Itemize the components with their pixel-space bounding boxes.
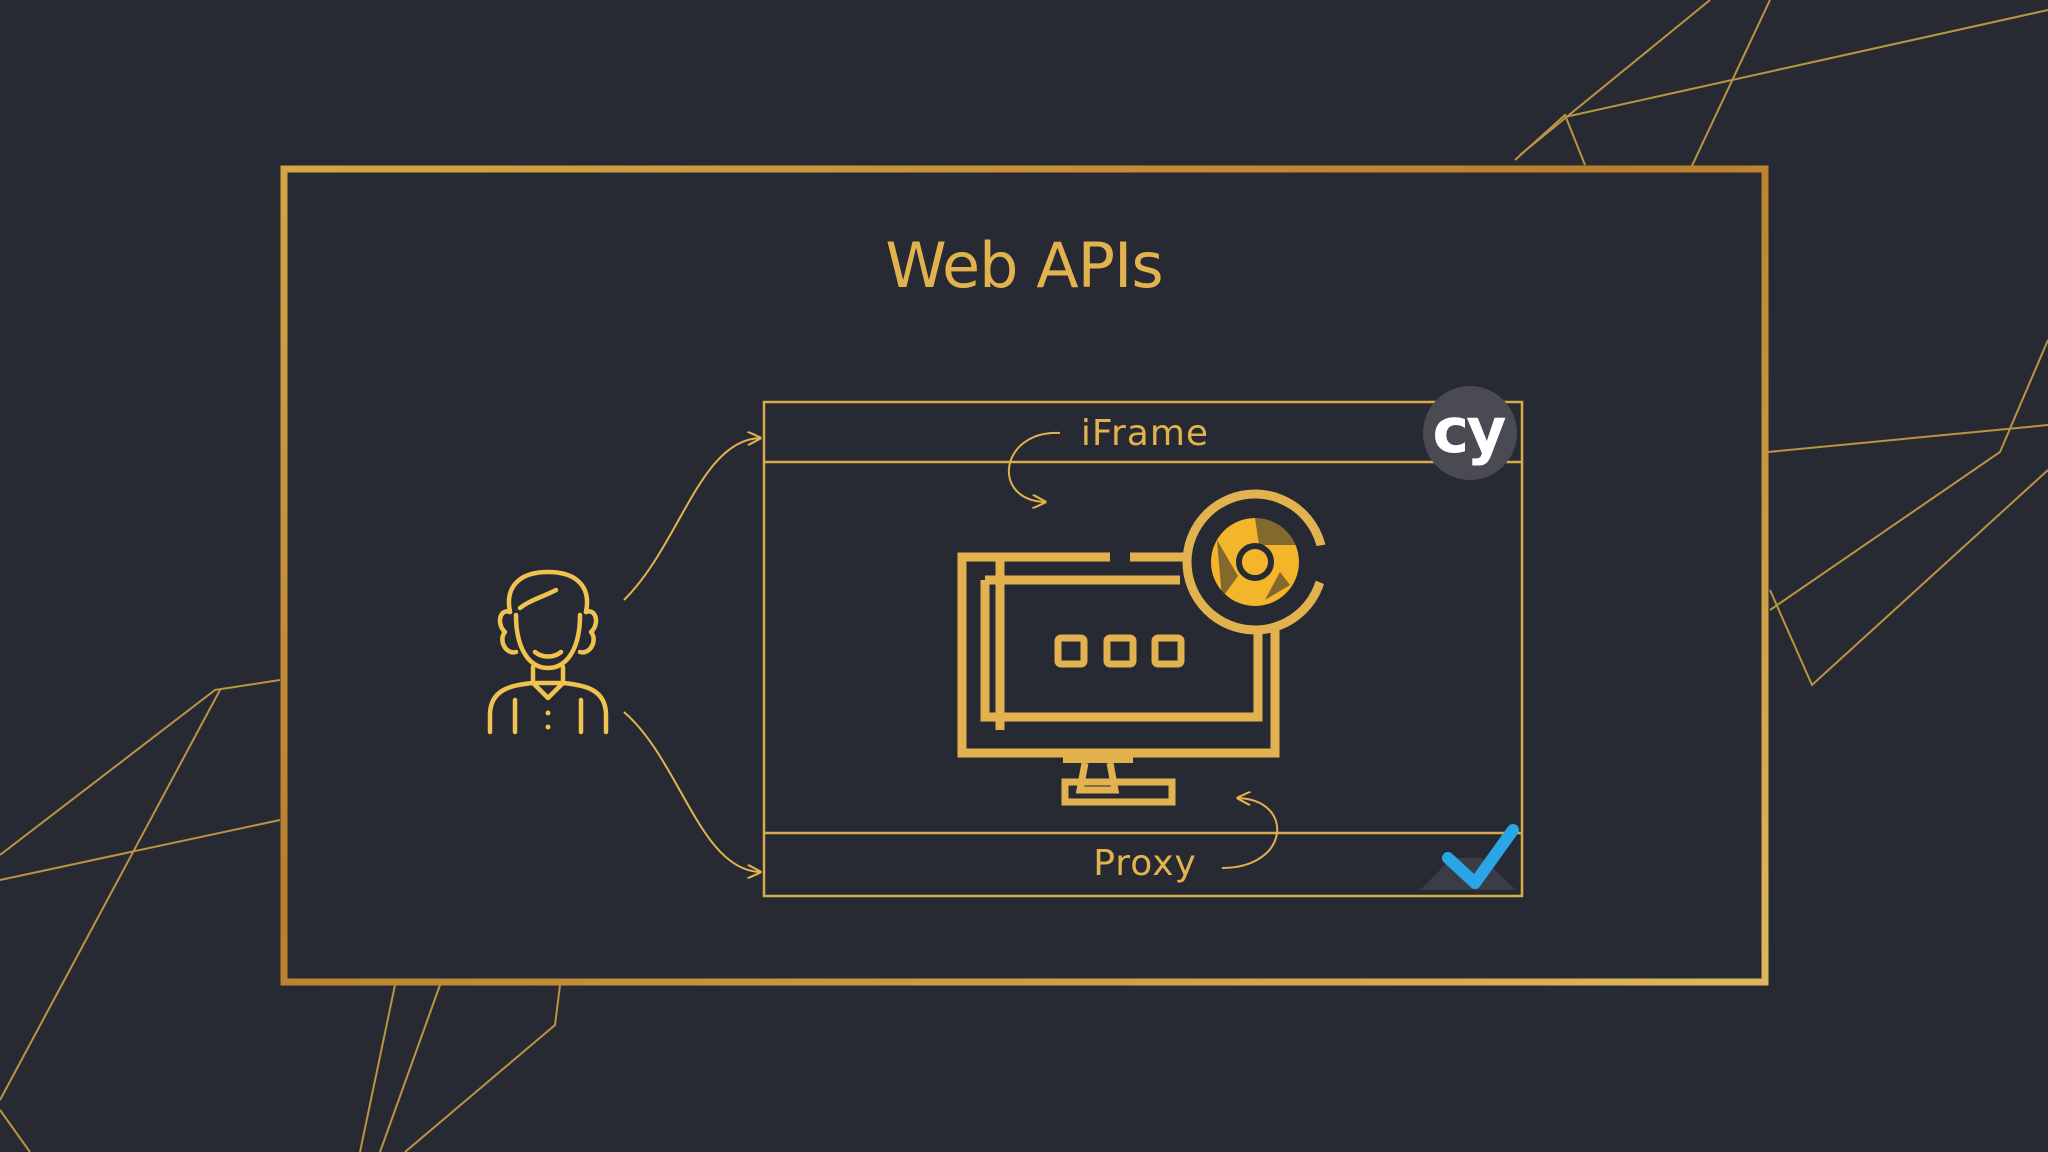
arrow-user-to-proxy	[623, 711, 760, 872]
cypress-logo: cy	[1423, 386, 1517, 480]
arrow-proxy-to-monitor	[1221, 798, 1279, 869]
arrow-user-to-iframe	[623, 438, 760, 601]
proxy-label: Proxy	[1093, 843, 1197, 884]
monitor-icon	[957, 552, 1280, 806]
slide-title: Web APIs	[885, 229, 1162, 302]
cypress-logo-text: cy	[1432, 394, 1506, 467]
iframe-label: iFrame	[1081, 413, 1209, 454]
browser-window	[762, 400, 1524, 898]
checkmark-icon	[1420, 824, 1519, 890]
arrow-iframe-to-monitor	[1007, 431, 1061, 502]
flow-arrows	[623, 431, 1279, 872]
person-icon	[487, 569, 609, 735]
chrome-icon	[1182, 489, 1331, 635]
